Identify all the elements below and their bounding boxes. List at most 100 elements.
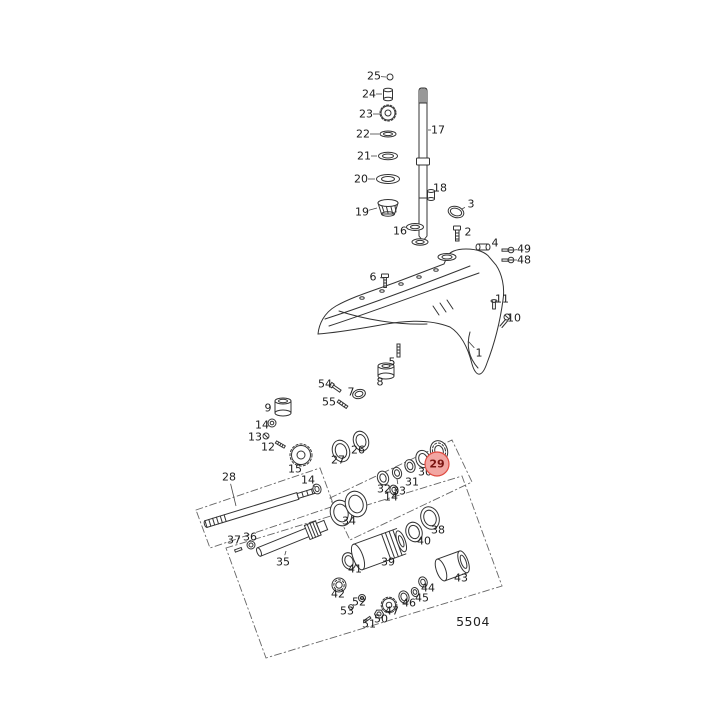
part-callout-32[interactable]: 32 [377,483,391,496]
part-callout-25[interactable]: 25 [367,70,387,83]
part-callout-3[interactable]: 3 [461,198,475,211]
part-callout-6[interactable]: 6 [370,271,384,284]
part-number-label: 51 [362,618,376,631]
part-callout-54[interactable]: 54 [318,378,332,391]
part-screw-11 [490,299,498,310]
part-number-label: 14 [301,474,315,487]
part-callout-51[interactable]: 51 [362,618,376,631]
part-number-label: 22 [356,128,370,141]
part-number-label: 45 [415,592,429,605]
part-number-label: 52 [352,596,366,609]
part-callout-39[interactable]: 39 [381,556,395,569]
part-callout-2[interactable]: 2 [465,226,472,239]
part-callout-5[interactable]: 5 [389,356,396,369]
part-sleeve-43 [434,550,470,582]
part-callout-8[interactable]: 8 [377,376,384,389]
part-callout-1[interactable]: 1 [467,340,483,360]
part-number-label: 10 [507,312,521,325]
part-ring-21 [378,151,398,161]
part-callout-40[interactable]: 40 [417,535,431,548]
part-callout-38[interactable]: 38 [431,524,445,537]
callout-leader-line [461,207,466,210]
part-callout-53[interactable]: 53 [340,605,354,618]
part-callout-15[interactable]: 15 [288,463,302,476]
part-callout-4[interactable]: 4 [492,237,499,250]
part-number-label: 12 [261,441,275,454]
part-callout-22[interactable]: 22 [356,128,379,141]
part-callout-34[interactable]: 34 [342,515,356,528]
part-callout-14[interactable]: 14 [301,474,316,488]
part-callout-50[interactable]: 50 [374,613,388,626]
part-number-label: 48 [517,254,531,267]
part-callout-33[interactable]: 33 [392,478,406,498]
part-callout-41[interactable]: 41 [348,563,362,576]
part-number-label: 7 [348,386,355,399]
highlighted-part-marker [424,451,450,477]
part-callout-52[interactable]: 52 [352,596,366,609]
part-number-label: 21 [357,150,371,163]
part-number-label: 46 [402,597,416,610]
part-bolt-13 [262,432,270,440]
part-seal-7 [352,388,366,400]
part-pin-37 [233,546,243,553]
part-stud-55 [336,399,349,410]
part-callout-21[interactable]: 21 [357,150,377,163]
part-number-label: 41 [348,563,362,576]
part-callout-10[interactable]: 10 [507,312,521,325]
part-number-label: 43 [454,572,468,585]
part-callout-26[interactable]: 26 [351,444,365,457]
part-number-label: 16 [393,225,407,238]
part-number-label: 11 [495,293,509,306]
part-callout-9[interactable]: 9 [265,402,272,415]
part-callout-12[interactable]: 12 [261,441,275,454]
part-callout-44[interactable]: 44 [421,582,435,595]
part-callout-23[interactable]: 23 [359,108,380,121]
part-gear-shaft-35 [255,519,329,557]
part-callout-45[interactable]: 45 [415,592,429,605]
callout-leader-line [368,207,378,211]
part-number-label: 18 [433,182,447,195]
part-ring-26 [352,430,370,452]
part-number-label: 28 [222,471,236,484]
part-callout-48[interactable]: 48 [514,254,531,267]
part-callout-47[interactable]: 47 [385,605,399,618]
callout-leader-line [467,340,475,349]
part-callout-43[interactable]: 43 [454,572,468,585]
part-number-label: 14 [255,419,269,432]
part-callout-29[interactable]: 29 [424,451,450,477]
part-callout-16[interactable]: 16 [393,225,407,238]
part-number-label: 38 [431,524,445,537]
part-callout-55[interactable]: 55 [322,396,336,409]
part-screw-49 [501,246,515,254]
part-callout-14[interactable]: 14 [255,419,269,432]
part-callout-42[interactable]: 42 [331,588,345,601]
part-number-label: 20 [354,173,368,186]
part-callout-18[interactable]: 18 [433,182,447,195]
part-callout-14[interactable]: 14 [384,491,398,504]
part-callout-37[interactable]: 37 [227,534,241,547]
diagram-number: 5504 [456,614,490,629]
part-number-label: 3 [468,198,475,211]
part-bolt-2 [453,225,461,242]
part-callout-24[interactable]: 24 [362,88,382,101]
part-callout-35[interactable]: 35 [276,550,290,569]
part-callout-13[interactable]: 13 [248,431,262,444]
part-callout-27[interactable]: 27 [331,454,345,467]
part-callout-28[interactable]: 28 [222,471,237,507]
part-callout-7[interactable]: 7 [348,386,355,399]
part-callout-19[interactable]: 19 [355,206,378,219]
part-driveshaft [416,87,430,242]
part-callout-49[interactable]: 49 [513,243,531,256]
part-number-label: 37 [227,534,241,547]
part-callout-36[interactable]: 36 [243,531,257,544]
part-callout-31[interactable]: 31 [405,476,419,489]
part-callout-20[interactable]: 20 [354,173,375,186]
part-callout-46[interactable]: 46 [402,597,416,610]
part-number-label: 8 [377,376,384,389]
part-pinion-gear-15 [289,443,313,467]
part-callout-17[interactable]: 17 [428,124,445,137]
part-callout-11[interactable]: 11 [495,293,509,306]
part-ring-38 [420,506,440,530]
